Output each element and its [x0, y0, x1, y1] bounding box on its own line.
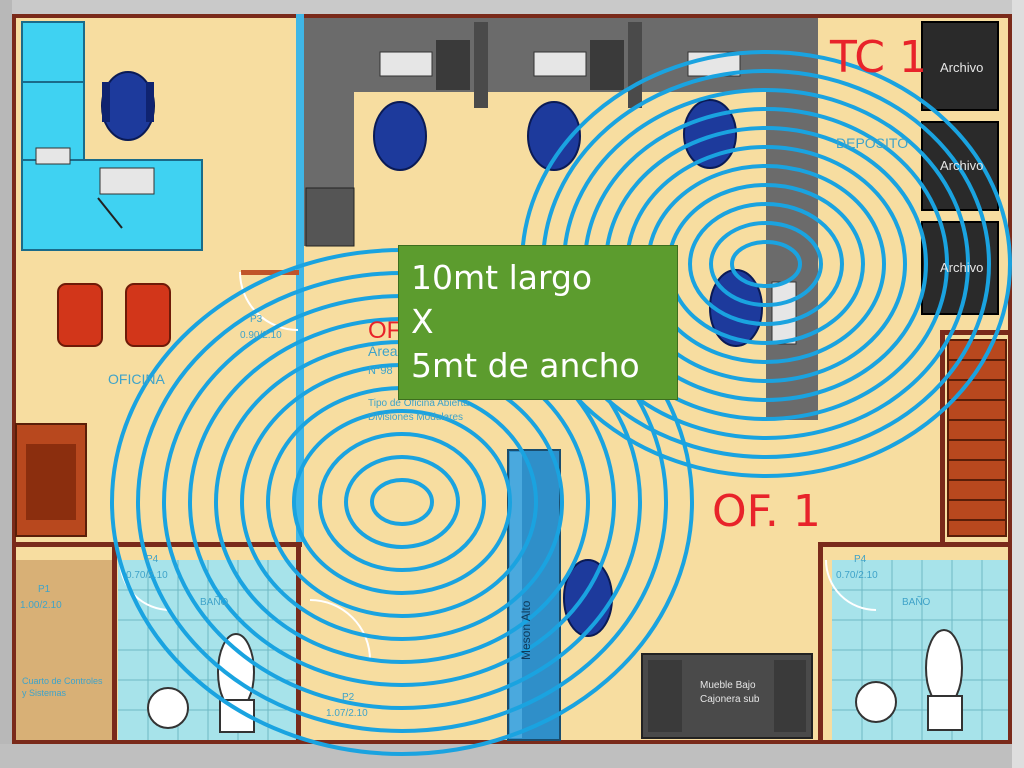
ring-lower — [370, 478, 434, 526]
side-counter — [766, 90, 818, 420]
archivo-label-1: Archivo — [940, 60, 983, 75]
l-desk — [21, 21, 203, 251]
chair-red — [57, 283, 171, 347]
door-p1: P1 — [38, 584, 51, 595]
meson-label: Meson Alto — [519, 600, 533, 660]
label-bano-right: BAÑO — [902, 595, 931, 608]
office-partition — [296, 14, 304, 542]
door-p4-left-dim: 0.70/2.10 — [126, 570, 168, 581]
door-frame — [241, 270, 299, 275]
door-p1-dim: 1.00/2.10 — [20, 600, 62, 611]
dimension-box: 10mt largo X 5mt de ancho — [398, 245, 678, 400]
door-p3-dim: 0.90/2.10 — [240, 330, 282, 341]
label-bano-left: BAÑO — [200, 595, 229, 608]
ring-lower — [344, 455, 460, 549]
dimension-line-1: 10mt largo — [411, 258, 593, 297]
door-p2: P2 — [342, 692, 355, 703]
bathroom-fixtures — [147, 629, 963, 733]
dimension-line-3: 5mt de ancho — [411, 346, 640, 385]
area-sub: Area — [368, 343, 398, 359]
chair-blue — [101, 71, 155, 141]
area-title: OF — [368, 317, 401, 344]
archivo-label-2: Archivo — [940, 158, 983, 173]
counter-chairs — [373, 99, 763, 637]
label-deposito: DEPOSITO — [836, 135, 908, 151]
dimension-line-2: X — [411, 302, 434, 341]
ring-lower — [292, 409, 512, 595]
area-num: N°98 — [368, 365, 393, 377]
ring-upper — [709, 221, 823, 307]
archivo-label-3: Archivo — [940, 260, 983, 275]
area-note-2: Divisiones Modulares — [368, 412, 463, 423]
label-oficina: OFICINA — [108, 371, 165, 387]
ring-upper — [688, 202, 844, 326]
label-of1: OF. 1 — [712, 486, 821, 537]
ring-upper — [730, 240, 802, 288]
signal-rings — [110, 50, 1012, 756]
ring-lower — [318, 432, 486, 572]
door-p3: P3 — [250, 314, 263, 325]
cuarto-label-2: y Sistemas — [22, 688, 67, 698]
mueble-label-1: Mueble Bajo — [700, 680, 756, 691]
mueble-label-2: Cajonera sub — [700, 694, 760, 705]
door-p4-right-dim: 0.70/2.10 — [836, 570, 878, 581]
label-tc1: TC 1 — [830, 32, 928, 83]
area-note-1: Tipo de Oficina Abierta — [368, 398, 469, 409]
control-room-floor — [16, 560, 112, 740]
door-p4-left: P4 — [146, 554, 159, 565]
door-p2-dim: 1.07/2.10 — [326, 708, 368, 719]
cuarto-label-1: Cuarto de Controles — [22, 676, 103, 686]
cabinet-inner — [26, 444, 76, 520]
door-p4-right: P4 — [854, 554, 867, 565]
